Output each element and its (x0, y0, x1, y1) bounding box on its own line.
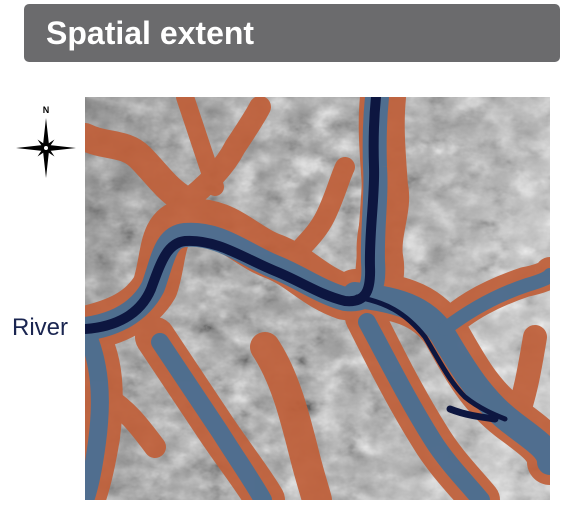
title-bar: Spatial extent (24, 4, 560, 62)
compass-north-label: N (43, 105, 50, 115)
spatial-extent-map (85, 97, 550, 500)
page-title: Spatial extent (46, 14, 255, 51)
north-arrow-compass-icon: N (16, 102, 76, 178)
compass-star (16, 118, 76, 178)
river-label: River (12, 314, 69, 341)
river-channel-layer (85, 97, 508, 423)
